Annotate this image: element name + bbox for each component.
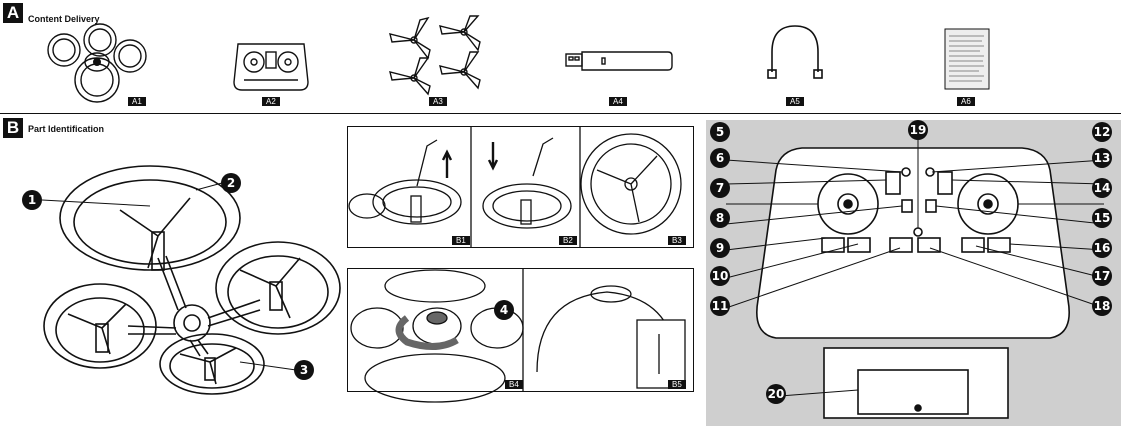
- b1-tag: B1: [452, 236, 470, 245]
- drone-callout-4: 4: [494, 300, 514, 320]
- a1-tag: A1: [128, 97, 146, 106]
- a5-strap-illustration: [767, 25, 823, 79]
- section-a-letter: A: [3, 3, 23, 23]
- drone-callout-3: 3: [294, 360, 314, 380]
- section-a-title: Content Delivery: [28, 14, 100, 24]
- controller-callout-7: 7: [710, 178, 730, 198]
- a2-controller-illustration: [233, 43, 309, 91]
- controller-callout-10: 10: [710, 266, 730, 286]
- controller-callout-15: 15: [1092, 208, 1112, 228]
- controller-callout-16: 16: [1092, 238, 1112, 258]
- a2-tag: A2: [262, 97, 280, 106]
- a6-manual-illustration: [944, 28, 990, 90]
- b2-tag: B2: [559, 236, 577, 245]
- a4-tag: A4: [609, 97, 627, 106]
- detail-b-illustrations-bottom: [350, 268, 686, 403]
- a3-tag: A3: [429, 97, 447, 106]
- controller-callout-12: 12: [1092, 122, 1112, 142]
- controller-callout-13: 13: [1092, 148, 1112, 168]
- controller-callout-19: 19: [908, 120, 928, 140]
- b4-tag: B4: [505, 380, 523, 389]
- controller-callout-11: 11: [710, 296, 730, 316]
- drone-callout-1: 1: [22, 190, 42, 210]
- drone-illustration: [43, 165, 341, 395]
- controller-callout-18: 18: [1092, 296, 1112, 316]
- section-b-letter: B: [3, 118, 23, 138]
- detail-panel-b4-b5: [347, 268, 694, 392]
- controller-callout-9: 9: [710, 238, 730, 258]
- controller-callout-14: 14: [1092, 178, 1112, 198]
- detail-b-illustrations-top: [348, 126, 682, 247]
- section-divider: [0, 113, 1121, 114]
- drone-callout-2: 2: [221, 173, 241, 193]
- controller-callout-5: 5: [710, 122, 730, 142]
- b5-tag: B5: [668, 380, 686, 389]
- controller-callout-6: 6: [710, 148, 730, 168]
- controller-callout-17: 17: [1092, 266, 1112, 286]
- a6-tag: A6: [957, 97, 975, 106]
- controller-callout-20: 20: [766, 384, 786, 404]
- a3-propellers-illustration: [389, 15, 481, 96]
- section-b-title: Part Identification: [28, 124, 105, 134]
- controller-illustration: [725, 140, 1105, 419]
- a1-drone-illustration: [47, 23, 147, 103]
- b3-tag: B3: [668, 236, 686, 245]
- a5-tag: A5: [786, 97, 804, 106]
- controller-callout-8: 8: [710, 208, 730, 228]
- a4-usb-illustration: [565, 51, 673, 71]
